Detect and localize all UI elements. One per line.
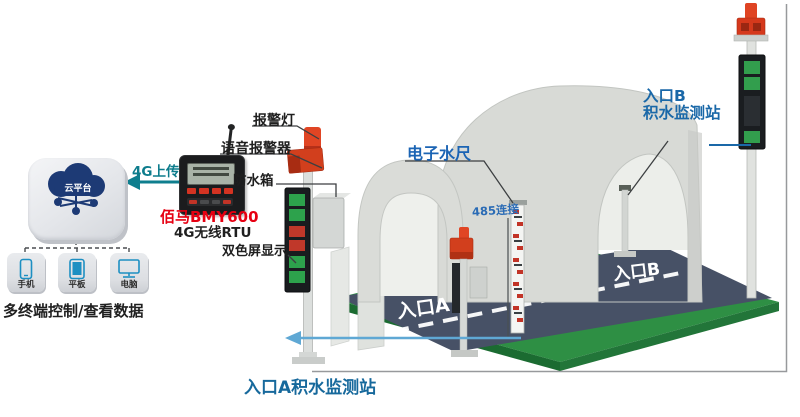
cloud-icon: 云平台 (48, 163, 105, 215)
voice-alarm-label: 语音报警器 (221, 141, 291, 157)
electronic-water-gauge (507, 200, 527, 338)
upload-label: 4G上传 (132, 164, 180, 180)
image-frame-border (312, 4, 788, 373)
rtu-lcd-screen (187, 163, 235, 185)
tablet-icon (69, 258, 85, 280)
inner-pole-entrance-a (449, 227, 488, 357)
station-a-pole (284, 127, 351, 364)
terminal-tile-tablet: 平板 (58, 253, 96, 292)
tunnel-shell (437, 85, 703, 303)
terminals-caption: 多终端控制/查看数据 (3, 302, 144, 320)
terminal-tile-phone: 手机 (7, 253, 45, 292)
label-leader-lines (220, 125, 669, 264)
waterproof-box-top (313, 193, 351, 198)
terminal-label: 手机 (17, 280, 35, 290)
phone-icon (19, 258, 33, 280)
station-b-label-line1: 入口B (643, 87, 686, 105)
rtu-led-indicators (187, 188, 233, 194)
waterproof-box (312, 197, 345, 249)
cloud-platform-tile: 云平台 (28, 158, 125, 240)
rtu-device (179, 155, 245, 215)
station-b-label-line2: 积水监测站 (643, 103, 721, 122)
rtu-brand-label: 佰马BMY600 (160, 208, 259, 226)
inner-alarm-light-icon (459, 227, 469, 239)
terminal-label: 平板 (68, 280, 86, 290)
waterproof-box-label: 防水箱 (233, 173, 274, 189)
inner-pole-entrance-b (614, 185, 636, 257)
road-to-station-arrow (285, 331, 521, 345)
rs485-label: 485连接 (471, 201, 520, 219)
terminal-tile-computer: 电脑 (110, 253, 148, 292)
tunnel-shell-shading (688, 130, 702, 302)
rtu-type-label: 4G无线RTU (174, 225, 252, 241)
station-b-pole (733, 3, 769, 299)
monitor-icon (118, 259, 140, 278)
station-a-label: 入口A积水监测站 (244, 378, 377, 398)
terminal-label: 电脑 (120, 280, 138, 290)
cloud-terminal-connectors (24, 241, 130, 253)
cloud-label: 云平台 (64, 182, 91, 194)
station-b-alarm-light-icon (745, 3, 757, 19)
water-gauge-label: 电子水尺 (407, 144, 472, 163)
rtu-buttons (187, 198, 233, 206)
dual-color-screen-label: 双色屏显示 (222, 244, 288, 259)
station-b-label: 入口B 积水监测站 (643, 88, 721, 121)
alarm-light-label: 报警灯 (253, 113, 295, 129)
